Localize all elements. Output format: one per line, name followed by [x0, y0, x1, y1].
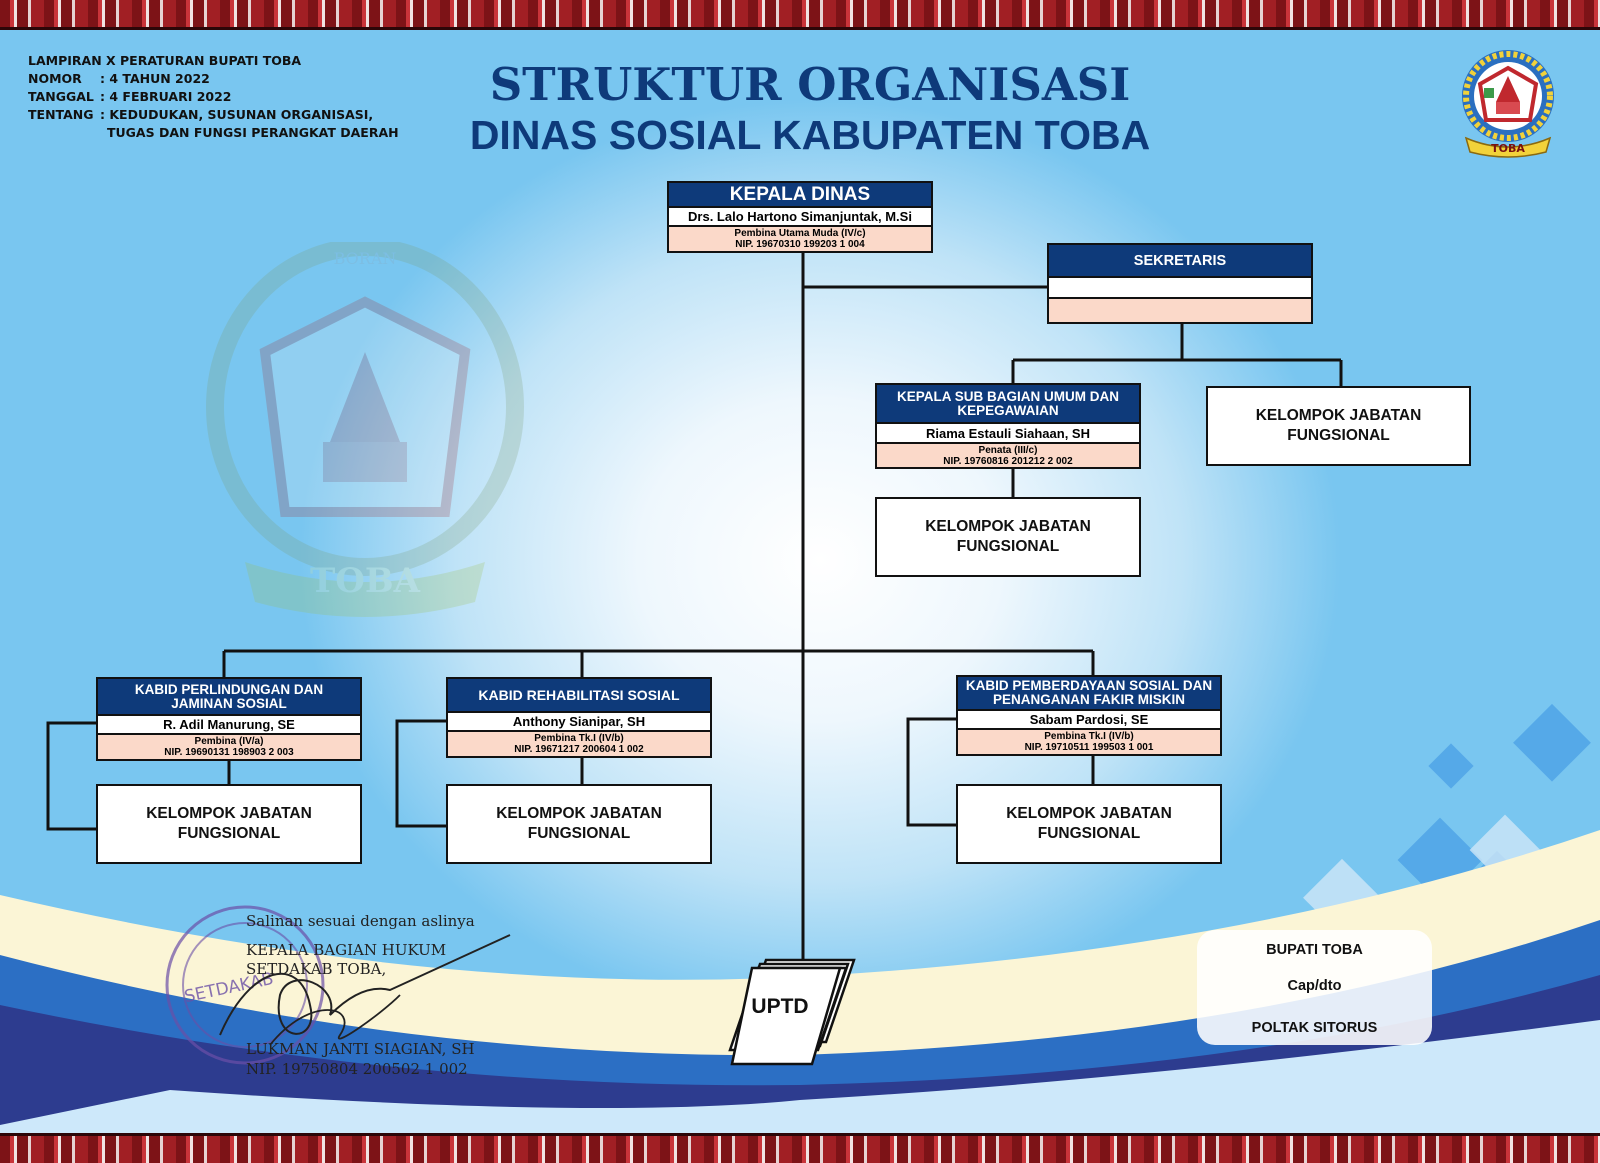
legal-reference: LAMPIRAN X PERATURAN BUPATI TOBA NOMOR: … — [28, 52, 399, 142]
signer-name: LUKMAN JANTI SIAGIAN, SH — [246, 1040, 475, 1059]
fungsional-line-1: KELOMPOK JABATAN — [1006, 804, 1172, 824]
kabid-rehabilitasi-name: Anthony Sianipar, SH — [448, 711, 710, 732]
kepala-dinas-rank: Pembina Utama Muda (IV/c) — [734, 228, 865, 239]
kepala-dinas-box: KEPALA DINAS Drs. Lalo Hartono Simanjunt… — [667, 181, 933, 253]
sekretaris-box: SEKRETARIS — [1047, 243, 1313, 324]
kabid-perlindungan-box: KABID PERLINDUNGAN DAN JAMINAN SOSIAL R.… — [96, 677, 362, 761]
kepala-dinas-name: Drs. Lalo Hartono Simanjuntak, M.Si — [669, 206, 931, 227]
fungsional-pemberdayaan-box: KELOMPOK JABATAN FUNGSIONAL — [956, 784, 1222, 864]
fungsional-kasubag-box: KELOMPOK JABATAN FUNGSIONAL — [875, 497, 1141, 577]
fungsional-line-1: KELOMPOK JABATAN — [1256, 406, 1422, 426]
tanggal-label: TANGGAL — [28, 88, 100, 106]
uptd-label: UPTD — [735, 995, 825, 1019]
tentang-value: : KEDUDUKAN, SUSUNAN ORGANISASI, — [100, 106, 373, 124]
signer-role-1: KEPALA BAGIAN HUKUM — [246, 941, 446, 960]
signer-role-2: SETDAKAB TOBA, — [246, 960, 386, 979]
kasubag-umum-name: Riama Estauli Siahaan, SH — [877, 422, 1139, 444]
kasubag-umum-nip: NIP. 19760816 201212 2 002 — [943, 456, 1072, 467]
nomor-label: NOMOR — [28, 70, 100, 88]
kepala-dinas-nip: NIP. 19670310 199203 1 004 — [735, 239, 864, 250]
tanggal-value: : 4 FEBRUARI 2022 — [100, 88, 232, 106]
legal-line-1: LAMPIRAN X PERATURAN BUPATI TOBA — [28, 52, 301, 70]
page-subtitle: DINAS SOSIAL KABUPATEN TOBA — [400, 112, 1220, 159]
fungsional-line-2: FUNGSIONAL — [1287, 426, 1389, 446]
tentang-value-2: TUGAS DAN FUNGSI PERANGKAT DAERAH — [28, 124, 399, 142]
copy-note: Salinan sesuai dengan aslinya — [246, 912, 475, 931]
page-title: STRUKTUR ORGANISASI — [400, 58, 1220, 111]
sekretaris-name — [1049, 276, 1311, 299]
kasubag-umum-rank: Penata (III/c) — [979, 445, 1038, 456]
kepala-dinas-rank-block: Pembina Utama Muda (IV/c) NIP. 19670310 … — [669, 227, 931, 251]
kabid-perlindungan-title: KABID PERLINDUNGAN DAN JAMINAN SOSIAL — [98, 679, 360, 714]
kabid-rehabilitasi-nip: NIP. 19671217 200604 1 002 — [514, 744, 643, 755]
bupati-note: Cap/dto — [1197, 978, 1432, 994]
kabid-pemberdayaan-nip: NIP. 19710511 199503 1 001 — [1025, 742, 1154, 753]
kabid-rehabilitasi-box: KABID REHABILITASI SOSIAL Anthony Sianip… — [446, 677, 712, 758]
fungsional-line-2: FUNGSIONAL — [1038, 824, 1140, 844]
kabid-pemberdayaan-rank-block: Pembina Tk.I (IV/b) NIP. 19710511 199503… — [958, 730, 1220, 754]
signer-nip: NIP. 19750804 200502 1 002 — [246, 1060, 468, 1079]
fungsional-line-1: KELOMPOK JABATAN — [146, 804, 312, 824]
bupati-title: BUPATI TOBA — [1197, 942, 1432, 958]
fungsional-rehabilitasi-box: KELOMPOK JABATAN FUNGSIONAL — [446, 784, 712, 864]
fungsional-line-1: KELOMPOK JABATAN — [925, 517, 1091, 537]
kabid-perlindungan-rank: Pembina (IV/a) — [195, 736, 264, 747]
kasubag-umum-box: KEPALA SUB BAGIAN UMUM DAN KEPEGAWAIAN R… — [875, 383, 1141, 469]
sekretaris-rank — [1049, 299, 1311, 322]
bupati-card: BUPATI TOBA Cap/dto POLTAK SITORUS — [1197, 930, 1432, 1045]
toba-logo-icon: TOBA — [1458, 44, 1558, 160]
kabid-pemberdayaan-rank: Pembina Tk.I (IV/b) — [1044, 731, 1133, 742]
svg-text:TOBA: TOBA — [1491, 142, 1525, 155]
fungsional-line-2: FUNGSIONAL — [178, 824, 280, 844]
fungsional-line-2: FUNGSIONAL — [957, 537, 1059, 557]
kabid-perlindungan-name: R. Adil Manurung, SE — [98, 714, 360, 735]
sekretaris-title: SEKRETARIS — [1049, 245, 1311, 276]
kasubag-umum-title: KEPALA SUB BAGIAN UMUM DAN KEPEGAWAIAN — [877, 385, 1139, 422]
kabid-pemberdayaan-box: KABID PEMBERDAYAAN SOSIAL DAN PENANGANAN… — [956, 675, 1222, 756]
kabid-perlindungan-rank-block: Pembina (IV/a) NIP. 19690131 198903 2 00… — [98, 735, 360, 759]
fungsional-sekretariat-box: KELOMPOK JABATAN FUNGSIONAL — [1206, 386, 1471, 466]
tentang-label: TENTANG — [28, 106, 100, 124]
bupati-name: POLTAK SITORUS — [1197, 1020, 1432, 1036]
kabid-perlindungan-nip: NIP. 19690131 198903 2 003 — [164, 747, 293, 758]
kabid-rehabilitasi-rank: Pembina Tk.I (IV/b) — [534, 733, 623, 744]
nomor-value: : 4 TAHUN 2022 — [100, 70, 210, 88]
kabid-rehabilitasi-rank-block: Pembina Tk.I (IV/b) NIP. 19671217 200604… — [448, 732, 710, 756]
kabid-pemberdayaan-name: Sabam Pardosi, SE — [958, 709, 1220, 730]
fungsional-perlindungan-box: KELOMPOK JABATAN FUNGSIONAL — [96, 784, 362, 864]
kepala-dinas-title: KEPALA DINAS — [669, 183, 931, 206]
kabid-rehabilitasi-title: KABID REHABILITASI SOSIAL — [448, 679, 710, 711]
kabid-pemberdayaan-title: KABID PEMBERDAYAAN SOSIAL DAN PENANGANAN… — [958, 677, 1220, 709]
fungsional-line-1: KELOMPOK JABATAN — [496, 804, 662, 824]
fungsional-line-2: FUNGSIONAL — [528, 824, 630, 844]
kasubag-umum-rank-block: Penata (III/c) NIP. 19760816 201212 2 00… — [877, 444, 1139, 467]
